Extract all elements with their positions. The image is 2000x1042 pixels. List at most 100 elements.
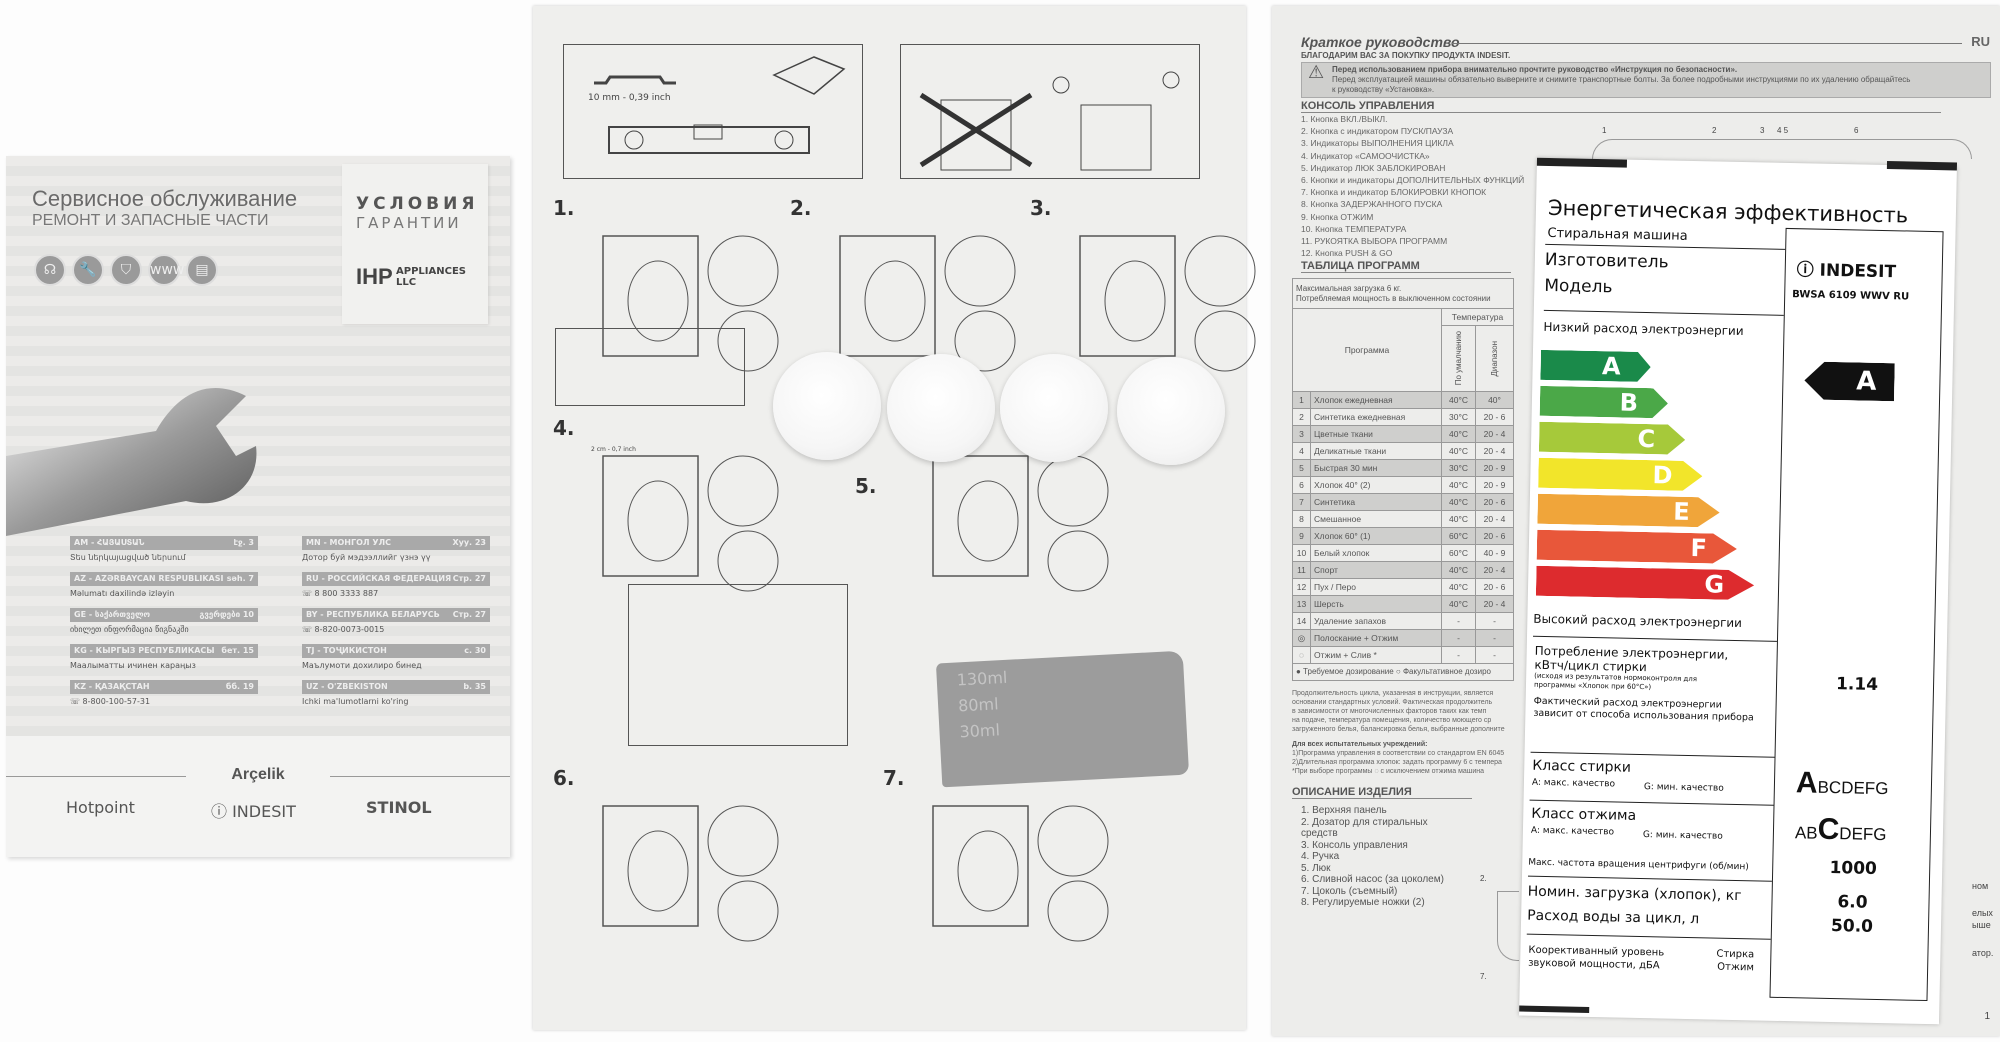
cell-name: Цветные ткани: [1310, 425, 1442, 443]
spin-class-value: C: [1817, 812, 1840, 847]
country-page: səh. 7: [226, 574, 254, 583]
country-name: KG - КЫРГЫЗ РЕСПУБЛИКАСЫ: [74, 646, 215, 655]
cell-def: 40°C: [1441, 510, 1476, 528]
table-row: ◌Отжим + Слив *--: [1292, 646, 1514, 664]
energy-class-bar-b: B: [1540, 386, 1669, 419]
cell-range: 40°: [1475, 391, 1514, 409]
console-item: 6. Кнопки и индикаторы ДОПОЛНИТЕЛЬНЫХ ФУ…: [1301, 175, 1525, 185]
console-item: 11. РУКОЯТКА ВЫБОРА ПРОГРАММ: [1301, 236, 1448, 246]
description-item: 2. Дозатор для стиральных: [1301, 816, 1428, 828]
page-number: 1: [1984, 1011, 1990, 1022]
cell-range: -: [1475, 646, 1514, 664]
figure-label: 7.: [1480, 972, 1487, 981]
step-number: 7.: [883, 766, 905, 790]
divider: [330, 776, 510, 777]
country-page: Стр. 27: [452, 574, 486, 583]
load-value: 6.0: [1837, 892, 1868, 913]
values-column: [1769, 227, 1944, 1002]
description-heading: ОПИСАНИЕ ИЗДЕЛИЯ: [1292, 786, 1472, 799]
edge-text: атор.: [1972, 948, 1994, 958]
cell-def: 30°C: [1441, 459, 1476, 477]
noise-spin: Отжим: [1717, 961, 1755, 974]
cell-range: 20 - 9: [1475, 459, 1514, 477]
edge-text: ыше: [1972, 920, 1991, 930]
divider: [1530, 751, 1775, 759]
booklet-title: Сервисное обслуживание: [32, 186, 298, 211]
country-page: გვერდები 10: [199, 610, 254, 619]
energy-class-bar-d: D: [1538, 458, 1703, 491]
www-icon: www: [148, 254, 184, 286]
cell-def: 30°C: [1441, 408, 1476, 426]
console-item: 10. Кнопка ТЕМПЕРАТУРА: [1301, 223, 1407, 234]
cell-name: Белый хлопок: [1310, 544, 1442, 562]
description-item: 8. Регулируемые ножки (2): [1301, 897, 1425, 908]
console-item: 3. Индикаторы ВЫПОЛНЕНИЯ ЦИКЛА: [1301, 138, 1454, 149]
tools-panel: 10 mm - 0,39 inch: [563, 44, 863, 179]
country-header: GE - საქართველო გვერდები 10: [70, 608, 258, 622]
console-item: 1. Кнопка ВКЛ./ВЫКЛ.: [1301, 114, 1388, 124]
cell-name: Деликатные ткани: [1310, 442, 1442, 460]
wrench-size: 10 mm - 0,39 inch: [588, 93, 671, 103]
figure-label: 2.: [1480, 874, 1487, 883]
note-line: в зависимости от многочисленных факторов…: [1292, 708, 1487, 715]
installation-sheet: 10 mm - 0,39 inch 1.2.3.4.5.6.7.2 cm - 0…: [533, 6, 1256, 1030]
country-name: GE - საქართველო: [74, 610, 151, 619]
divider: [1526, 933, 1771, 941]
min-quality: G: мин. качество: [1642, 830, 1723, 842]
washing-machine-illustration: [602, 805, 779, 942]
console-item: 5. Индикатор ЛЮК ЗАБЛОКИРОВАН: [1301, 162, 1446, 173]
consumption-value: 1.14: [1835, 674, 1879, 695]
table-legend-cell: ● Требуемое дозирование ○ Факультативное…: [1292, 663, 1514, 681]
console-panel-drawing: [1592, 139, 1972, 159]
table-row: ◎Полоскание + Отжим--: [1292, 629, 1514, 647]
cell-name: Синтетика: [1310, 493, 1442, 511]
cell-name: Хлопок 40° (2): [1310, 476, 1442, 494]
cell-n: 10: [1292, 544, 1311, 562]
description-item: 4. Ручка: [1301, 851, 1340, 862]
max-quality: A: макс. качество: [1530, 825, 1615, 838]
transport-bolt-cap: [1000, 354, 1108, 462]
wash-class-rest: BCDEFG: [1817, 777, 1889, 799]
cell-n: 13: [1292, 595, 1311, 613]
cell-name: Синтетика ежедневная: [1310, 408, 1442, 426]
edge-text: ном: [1972, 881, 1989, 891]
notes: Продолжительность цикла, указанная в инс…: [1292, 689, 1505, 776]
load-label: Номин. загрузка (хлопок), кг: [1527, 883, 1742, 905]
table-legend-row: ● Требуемое дозирование ○ Факультативное…: [1292, 663, 1514, 681]
country-name: KZ - ҚАЗАҚСТАН: [74, 682, 150, 691]
console-item: 7. Кнопка и индикатор БЛОКИРОВКИ КНОПОК: [1301, 187, 1487, 198]
cell-def: -: [1441, 646, 1476, 664]
cell-name: Хлопок 60° (1): [1310, 527, 1442, 545]
headset-icon: ☊: [34, 254, 66, 286]
country-info: იხილეთ ინფორმაცია წიგნაკში: [70, 625, 189, 634]
guide-title: Краткое руководство: [1301, 34, 1460, 50]
description-item: 7. Цоколь (съемный): [1301, 885, 1398, 897]
water-label: Расход воды за цикл, л: [1526, 907, 1700, 928]
cell-n: 4: [1292, 442, 1311, 460]
description-item: средств: [1301, 828, 1338, 839]
warning-line: Перед использованием прибора внимательно…: [1332, 65, 1738, 74]
transport-bolt-cap: [773, 352, 881, 460]
high-consumption-label: Высокий расход электроэнергии: [1533, 611, 1743, 631]
cell-def: 40°C: [1441, 442, 1476, 460]
step-number: 6.: [553, 766, 575, 790]
cell-n: 2: [1292, 408, 1311, 426]
cell-def: 40°C: [1441, 493, 1476, 511]
cell-def: 40°C: [1441, 578, 1476, 596]
description-item: 1. Верхняя панель: [1301, 805, 1387, 816]
console-item: 9. Кнопка ОТЖИМ: [1301, 211, 1374, 222]
cell-range: 20 - 4: [1475, 561, 1514, 579]
step-number: 4.: [553, 416, 575, 440]
warranty-title: УСЛОВИЯ: [356, 194, 479, 214]
col-range: Диапазон: [1490, 340, 1499, 377]
cell-range: 40 - 9: [1475, 544, 1514, 562]
lifting-illustration: [919, 71, 1180, 171]
model-label: Модель: [1544, 275, 1613, 298]
